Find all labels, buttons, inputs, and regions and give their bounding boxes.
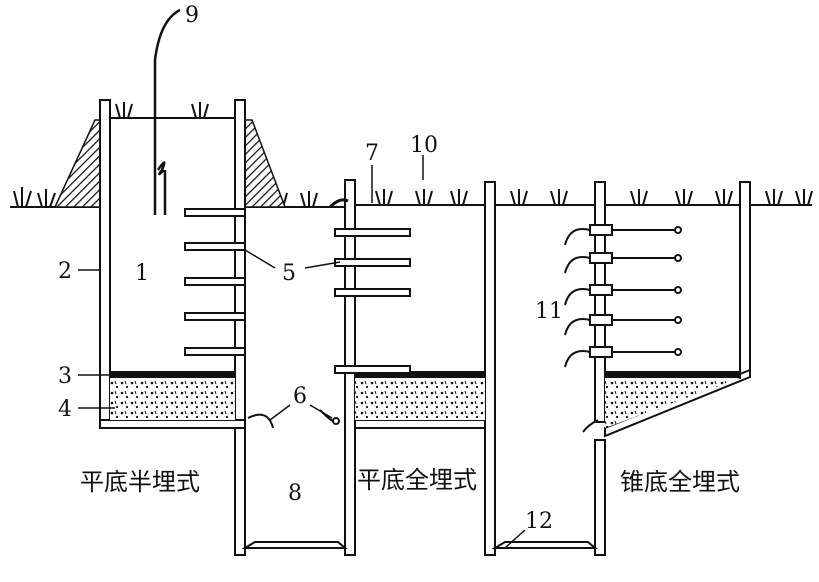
label-2: 2 <box>58 259 72 284</box>
valve-6-left <box>247 413 274 429</box>
scum-layer <box>109 371 236 379</box>
sediment-layer <box>110 378 235 420</box>
outlet-pit-12 <box>491 181 606 556</box>
label-11: 11 <box>535 299 563 324</box>
gas-pipe-9 <box>153 8 181 215</box>
caption-cone-full-buried: 锥底全埋式 <box>620 468 740 496</box>
caption-flat-full-buried: 平底全埋式 <box>357 466 477 494</box>
racks <box>184 208 246 356</box>
label-5-left: 5 <box>282 261 296 286</box>
leader-lines <box>78 155 526 549</box>
label-10: 10 <box>410 133 438 158</box>
tank-cone-full-buried <box>564 181 751 438</box>
label-7: 7 <box>365 141 379 166</box>
hanging-racks-11 <box>564 224 682 368</box>
grass-tufts <box>13 102 813 208</box>
label-4: 4 <box>58 397 72 422</box>
label-3: 3 <box>58 364 72 389</box>
earth-mound-left <box>53 119 101 208</box>
label-9: 9 <box>185 3 199 28</box>
label-1: 1 <box>135 261 149 286</box>
tank-flat-half-buried <box>99 99 274 556</box>
earth-mound-right <box>244 119 287 208</box>
label-6: 6 <box>293 384 307 409</box>
caption-flat-half-buried: 平底半埋式 <box>80 468 200 496</box>
label-8: 8 <box>288 481 302 506</box>
label-12: 12 <box>525 509 553 534</box>
tank-flat-full-buried <box>319 181 496 556</box>
